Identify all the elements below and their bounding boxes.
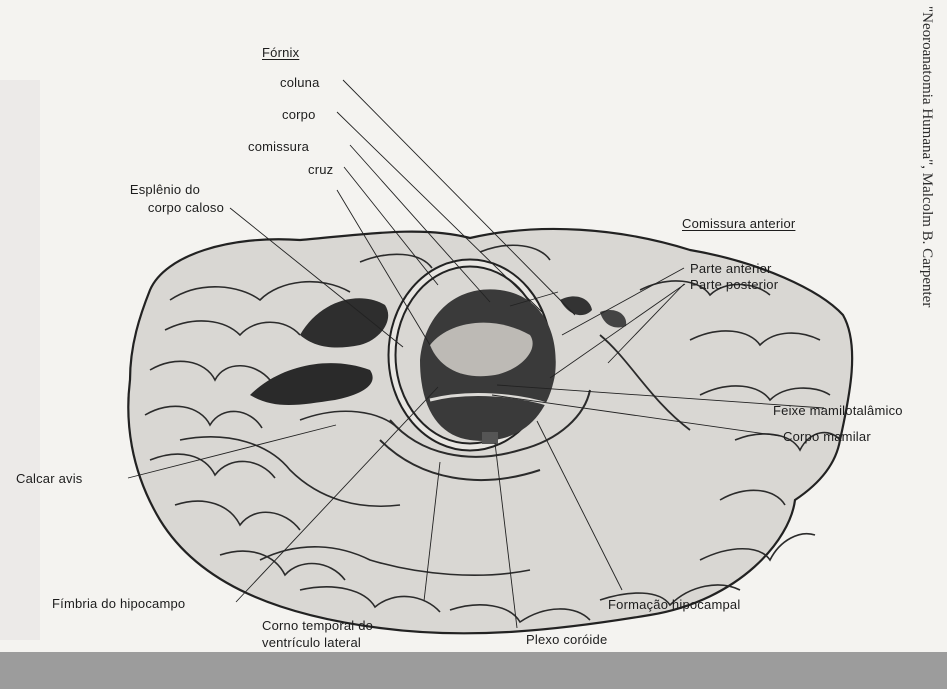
label-esplenio-line2: corpo caloso xyxy=(96,199,224,216)
label-corpo-mamilar: Corpo mamilar xyxy=(783,428,871,445)
label-coluna: coluna xyxy=(280,74,320,91)
label-corno-line1: Corno temporal do xyxy=(262,617,373,634)
label-corpo: corpo xyxy=(282,106,316,123)
label-parte-anterior: Parte anterior xyxy=(690,260,772,277)
bottom-shadow-band xyxy=(0,652,947,689)
label-cruz: cruz xyxy=(308,161,333,178)
label-calcar-avis: Calcar avis xyxy=(16,470,83,487)
label-fimbria: Fímbria do hipocampo xyxy=(52,595,185,612)
label-corno-line2: ventrículo lateral xyxy=(262,634,361,651)
source-credit: "Neoroanatomia Humana", Malcolm B. Carpe… xyxy=(918,6,935,307)
label-parte-posterior: Parte posterior xyxy=(690,276,778,293)
label-comissura: comissura xyxy=(248,138,309,155)
label-feixe-mamilotalamico: Feixe mamilotalâmico xyxy=(773,402,903,419)
label-fornix: Fórnix xyxy=(262,44,299,61)
label-formacao-hipocampal: Formação hipocampal xyxy=(608,596,740,613)
label-plexo-coroide: Plexo coróide xyxy=(526,631,607,648)
label-esplenio-line1: Esplênio do xyxy=(96,181,200,198)
label-comissura-anterior: Comissura anterior xyxy=(682,215,795,232)
